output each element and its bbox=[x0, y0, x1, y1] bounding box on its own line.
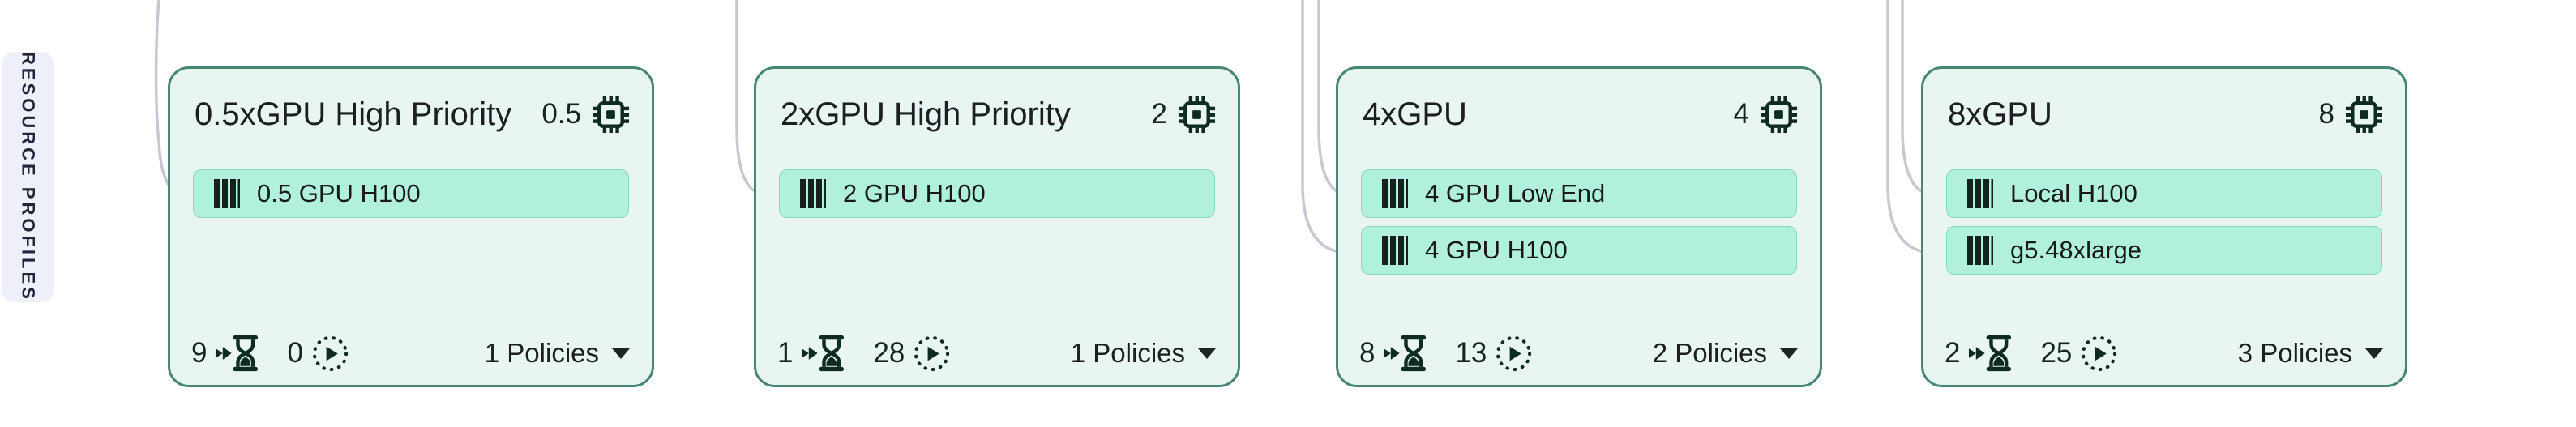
running-stat: 28 bbox=[873, 335, 951, 373]
forward-hourglass-icon bbox=[1968, 334, 2013, 373]
accelerator-chip[interactable]: 4 GPU H100 bbox=[1361, 226, 1797, 275]
accelerator-chip[interactable]: g5.48xlarge bbox=[1946, 226, 2382, 275]
resource-profile-card[interactable]: 2xGPU High Priority 2 2 GPU H100 1 28 1 … bbox=[754, 66, 1240, 387]
forward-hourglass-icon bbox=[1383, 334, 1427, 373]
microchip-icon bbox=[2345, 96, 2383, 134]
gpu-count-value: 0.5 bbox=[541, 98, 581, 130]
barcode-icon bbox=[1967, 236, 1993, 265]
gpu-count-badge: 2 bbox=[1152, 96, 1216, 134]
microchip-icon bbox=[1178, 96, 1216, 134]
card-header: 2xGPU High Priority 2 bbox=[781, 93, 1216, 135]
caret-down-icon bbox=[612, 348, 630, 359]
card-header: 8xGPU 8 bbox=[1948, 93, 2383, 135]
resource-profile-card[interactable]: 0.5xGPU High Priority 0.5 0.5 GPU H100 9… bbox=[168, 66, 654, 387]
gpu-count-value: 8 bbox=[2318, 98, 2334, 130]
card-header: 4xGPU 4 bbox=[1363, 93, 1798, 135]
card-footer: 8 13 2 Policies bbox=[1359, 333, 1798, 374]
caret-down-icon bbox=[1198, 348, 1216, 359]
caret-down-icon bbox=[2365, 348, 2383, 359]
barcode-icon bbox=[1382, 179, 1408, 208]
dotted-circle-play-icon bbox=[311, 335, 349, 373]
accelerator-list: 0.5 GPU H100 bbox=[193, 169, 629, 218]
running-count: 25 bbox=[2040, 337, 2073, 369]
accelerator-chip[interactable]: 0.5 GPU H100 bbox=[193, 169, 629, 218]
resource-profiles-label-text: RESOURCE PROFILES bbox=[18, 52, 39, 302]
gpu-count-value: 4 bbox=[1733, 98, 1749, 130]
accelerator-label: 4 GPU Low End bbox=[1425, 179, 1606, 207]
dotted-circle-play-icon bbox=[2080, 335, 2118, 373]
card-footer: 1 28 1 Policies bbox=[777, 333, 1216, 374]
accelerator-label: g5.48xlarge bbox=[2010, 236, 2142, 264]
policies-label: 1 Policies bbox=[1070, 338, 1185, 368]
running-stat: 13 bbox=[1455, 335, 1533, 373]
profile-title: 2xGPU High Priority bbox=[781, 96, 1071, 132]
pending-stat: 8 bbox=[1359, 334, 1427, 373]
accelerator-label: 0.5 GPU H100 bbox=[257, 179, 421, 207]
forward-hourglass-icon bbox=[215, 334, 259, 373]
running-count: 0 bbox=[287, 337, 303, 369]
resource-profile-card[interactable]: 8xGPU 8 Local H100 g5.48xlarge 2 25 3 Po… bbox=[1921, 66, 2407, 387]
policies-label: 1 Policies bbox=[484, 338, 599, 368]
card-footer: 9 0 1 Policies bbox=[191, 333, 630, 374]
microchip-icon bbox=[1760, 96, 1798, 134]
accelerator-list: Local H100 g5.48xlarge bbox=[1946, 169, 2382, 275]
profile-title: 8xGPU bbox=[1948, 96, 2052, 132]
profile-title: 0.5xGPU High Priority bbox=[195, 96, 512, 132]
gpu-count-value: 2 bbox=[1151, 98, 1167, 130]
barcode-icon bbox=[1382, 236, 1408, 265]
policies-dropdown[interactable]: 3 Policies bbox=[2238, 338, 2383, 369]
card-header: 0.5xGPU High Priority 0.5 bbox=[195, 93, 630, 135]
accelerator-label: 4 GPU H100 bbox=[1425, 236, 1568, 264]
card-footer: 2 25 3 Policies bbox=[1945, 333, 2383, 374]
pending-count: 2 bbox=[1945, 337, 1961, 369]
accelerator-chip[interactable]: Local H100 bbox=[1946, 169, 2382, 218]
pending-count: 8 bbox=[1359, 337, 1376, 369]
running-stat: 0 bbox=[287, 335, 349, 373]
accelerator-list: 2 GPU H100 bbox=[779, 169, 1215, 218]
gpu-count-badge: 8 bbox=[2319, 96, 2383, 134]
policies-dropdown[interactable]: 2 Policies bbox=[1653, 338, 1798, 369]
policies-label: 3 Policies bbox=[2237, 338, 2352, 368]
microchip-icon bbox=[592, 96, 630, 134]
gpu-count-badge: 4 bbox=[1734, 96, 1798, 134]
policies-dropdown[interactable]: 1 Policies bbox=[485, 338, 630, 369]
resource-profile-card[interactable]: 4xGPU 4 4 GPU Low End 4 GPU H100 8 13 2 … bbox=[1336, 66, 1822, 387]
pending-stat: 2 bbox=[1945, 334, 2013, 373]
barcode-icon bbox=[800, 179, 826, 208]
running-count: 28 bbox=[873, 337, 905, 369]
pending-stat: 9 bbox=[191, 334, 259, 373]
running-stat: 25 bbox=[2040, 335, 2118, 373]
barcode-icon bbox=[1967, 179, 1993, 208]
accelerator-label: 2 GPU H100 bbox=[843, 179, 986, 207]
running-count: 13 bbox=[1455, 337, 1487, 369]
caret-down-icon bbox=[1780, 348, 1798, 359]
profile-title: 4xGPU bbox=[1363, 96, 1467, 132]
forward-hourglass-icon bbox=[801, 334, 845, 373]
policies-label: 2 Policies bbox=[1652, 338, 1767, 368]
dotted-circle-play-icon bbox=[1495, 335, 1533, 373]
dotted-circle-play-icon bbox=[913, 335, 951, 373]
accelerator-list: 4 GPU Low End 4 GPU H100 bbox=[1361, 169, 1797, 275]
accelerator-chip[interactable]: 4 GPU Low End bbox=[1361, 169, 1797, 218]
pending-count: 9 bbox=[191, 337, 208, 369]
accelerator-chip[interactable]: 2 GPU H100 bbox=[779, 169, 1215, 218]
pending-count: 1 bbox=[777, 337, 794, 369]
policies-dropdown[interactable]: 1 Policies bbox=[1071, 338, 1216, 369]
accelerator-label: Local H100 bbox=[2010, 179, 2137, 207]
gpu-count-badge: 0.5 bbox=[541, 96, 630, 134]
barcode-icon bbox=[214, 179, 240, 208]
pending-stat: 1 bbox=[777, 334, 845, 373]
resource-profiles-label: RESOURCE PROFILES bbox=[2, 52, 54, 302]
